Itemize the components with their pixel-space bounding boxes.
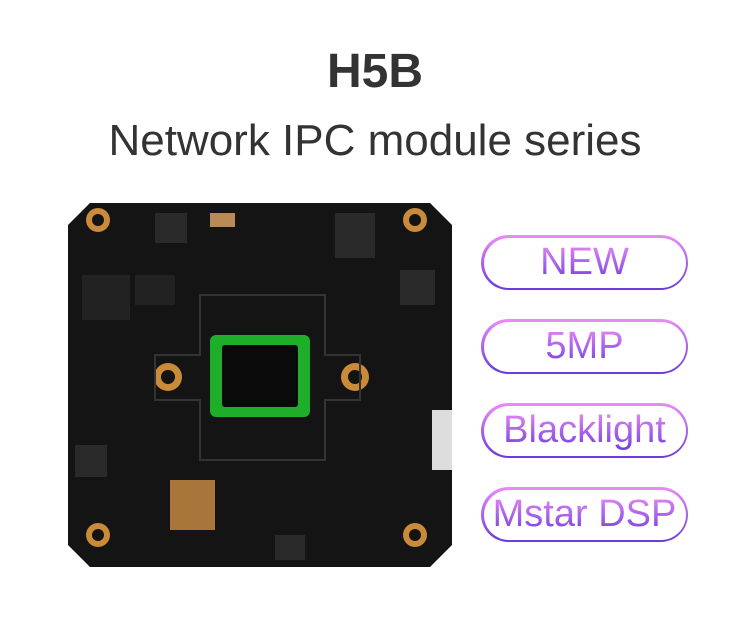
feature-label: Blacklight (503, 409, 666, 451)
feature-badge-blacklight: Blacklight (481, 403, 688, 458)
product-title: H5B (326, 45, 424, 98)
feature-badge-5mp: 5MP (481, 319, 688, 374)
feature-label: NEW (540, 241, 629, 283)
feature-label: 5MP (545, 325, 624, 367)
feature-badge-mstar-dsp: Mstar DSP (481, 487, 688, 542)
feature-label: Mstar DSP (492, 493, 677, 535)
product-subtitle: Network IPC module series (108, 116, 642, 165)
pcb-board-image (68, 203, 452, 567)
feature-badge-new: NEW (481, 235, 688, 290)
